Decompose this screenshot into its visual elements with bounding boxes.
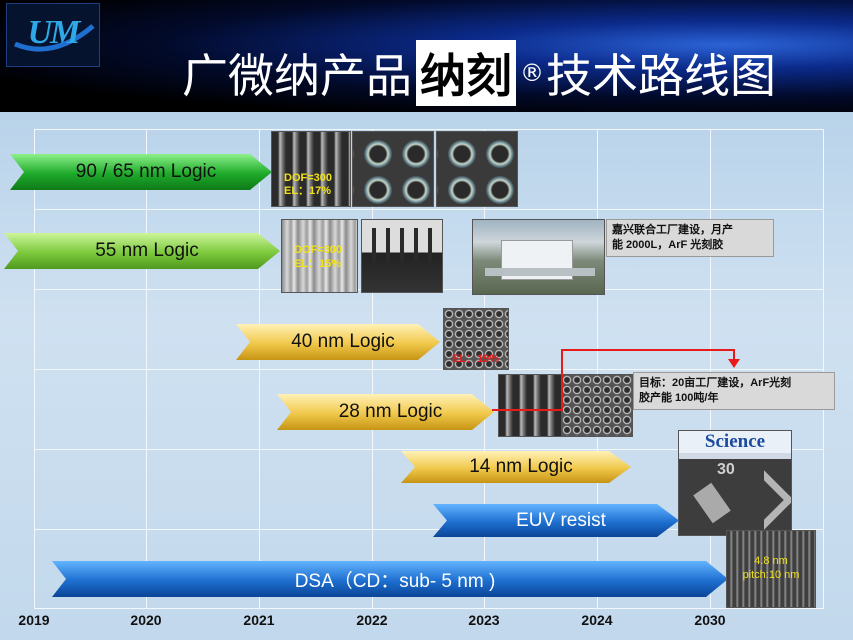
- dsa-pitch-label: pitch:10 nm: [742, 569, 800, 581]
- sem-image-cross-section: [361, 219, 443, 293]
- year-label: 2023: [468, 612, 500, 628]
- sem-image-dense-holes: EL：19%: [443, 308, 509, 370]
- science-masthead: Science: [679, 431, 791, 453]
- title-prefix: 广微纳产品: [182, 49, 412, 103]
- sem-image-dense-holes-28nm: [561, 374, 633, 437]
- arrow-label: EUV resist: [516, 509, 606, 531]
- note-line: 胶产能 100吨/年: [639, 392, 719, 404]
- dsa-cd-label: 4.8 nm: [754, 555, 788, 567]
- roadmap-board: 2019 2020 2021 2022 2023 2024 2030 90 / …: [0, 112, 853, 640]
- roadmap-arrow-40nm: 40 nm Logic: [236, 324, 440, 360]
- science-pattern-shape: [693, 482, 731, 524]
- arrow-label: DSA（CD：sub- 5 nm ): [294, 570, 496, 592]
- sem-image-contact-holes: [436, 131, 518, 207]
- roadmap-arrow-14nm: 14 nm Logic: [401, 451, 631, 483]
- image-dof-label: DOF=300: [294, 244, 342, 256]
- science-subheader: [679, 453, 791, 459]
- roadmap-arrow-90-65nm: 90 / 65 nm Logic: [10, 154, 272, 190]
- arrow-label: 55 nm Logic: [95, 240, 199, 261]
- year-label: 2024: [581, 612, 613, 628]
- timeline-grid: [34, 129, 824, 609]
- logo-swoosh-icon: [14, 24, 95, 52]
- sem-image-lines-55nm: DOF=300 EL：15%: [281, 219, 358, 293]
- grid-hline: [35, 449, 823, 450]
- note-line: 目标：20亩工厂建设，ArF光刻: [639, 377, 792, 389]
- image-el-label: EL：19%: [452, 353, 500, 365]
- science-pattern-shape: [734, 470, 791, 530]
- grid-hline: [35, 209, 823, 210]
- sem-image-lines-28nm: [498, 374, 563, 437]
- roadmap-arrow-dsa: DSA（CD：sub- 5 nm ): [52, 561, 728, 597]
- year-label: 2021: [243, 612, 275, 628]
- note-line: 能 2000L，ArF 光刻胶: [612, 239, 724, 251]
- arrow-label: 90 / 65 nm Logic: [75, 161, 217, 182]
- grid-hline: [35, 529, 823, 530]
- image-dof-label: DOF=300: [284, 172, 332, 184]
- logo-text: UM: [27, 14, 81, 51]
- science-pattern-number: 30: [717, 461, 735, 478]
- header: UM 广微纳产品 纳刻 ® 技术路线图: [0, 0, 853, 112]
- science-cover-image: Science 30: [678, 430, 792, 536]
- sem-image-contact-holes: [352, 131, 434, 207]
- sem-image-lines: DOF=300 EL：17%: [271, 131, 351, 207]
- year-label: 2019: [18, 612, 50, 628]
- arrow-label: 28 nm Logic: [338, 401, 443, 422]
- dsa-sem-image: 4.8 nm pitch:10 nm: [726, 530, 816, 608]
- page-title: 广微纳产品 纳刻 ® 技术路线图: [182, 40, 776, 106]
- roadmap-arrow-euv: EUV resist: [433, 504, 679, 537]
- year-label: 2020: [130, 612, 162, 628]
- image-el-label: EL：15%: [294, 258, 342, 270]
- image-el-label: EL：17%: [284, 185, 332, 197]
- factory-note: 嘉兴联合工厂建设，月产 能 2000L，ArF 光刻胶: [606, 219, 774, 257]
- title-registered-mark: ®: [520, 59, 544, 87]
- roadmap-arrow-28nm: 28 nm Logic: [277, 394, 494, 430]
- year-label: 2022: [356, 612, 388, 628]
- factory-photo: [472, 219, 605, 295]
- year-label: 2030: [694, 612, 726, 628]
- roadmap-arrow-55nm: 55 nm Logic: [4, 233, 280, 269]
- arrow-label: 14 nm Logic: [469, 456, 573, 477]
- company-logo: UM: [6, 3, 100, 67]
- target-connector-arrow: [492, 349, 740, 411]
- grid-hline: [35, 369, 823, 370]
- target-note: 目标：20亩工厂建设，ArF光刻 胶产能 100吨/年: [633, 372, 835, 410]
- title-suffix: 技术路线图: [546, 49, 776, 103]
- title-brand: 纳刻: [416, 40, 516, 106]
- arrow-label: 40 nm Logic: [291, 331, 395, 352]
- note-line: 嘉兴联合工厂建设，月产: [612, 224, 733, 236]
